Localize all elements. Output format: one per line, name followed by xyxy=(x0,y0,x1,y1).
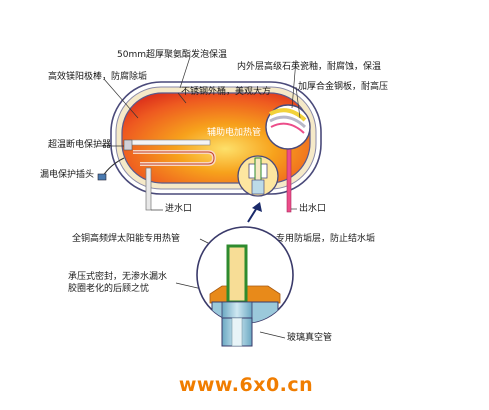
label-inlet: 进水口 xyxy=(165,204,193,214)
zoom-detail-content xyxy=(209,244,281,323)
label-seal-line2: 胶圈老化的后顾之忧 xyxy=(68,284,150,294)
vacuum-tube-inner xyxy=(231,317,243,347)
label-vacuum-tube: 玻璃真空管 xyxy=(287,333,333,343)
heat-pipe-copper xyxy=(226,244,248,304)
tube-glass-small xyxy=(251,179,265,195)
label-steel-plate: 加厚合金钢板，耐高压 xyxy=(298,82,389,92)
label-anode: 高效镁阳极棒，防腐除垢 xyxy=(48,72,148,82)
label-stainless-tank: 不锈钢外桶，美观大方 xyxy=(181,87,272,97)
magnesium-anode-rod xyxy=(129,139,211,146)
label-seal-line1: 承压式密封，无渗水漏水 xyxy=(68,272,168,282)
wall-layer-pink xyxy=(270,122,305,134)
inlet-pipe xyxy=(145,167,152,211)
label-overheat-protector: 超温断电保护器 xyxy=(48,140,112,150)
label-enamel-layer: 内外层高级石英瓷釉，耐腐蚀，保温 xyxy=(237,62,382,72)
label-glass-tube-heat-pipe: 全铜高频焊太阳能专用热管 xyxy=(72,234,181,244)
wall-layer-grey xyxy=(269,115,307,129)
label-anti-scale: 专用防垢层，防止结水垢 xyxy=(276,234,376,244)
wall-layer-yellow xyxy=(269,108,307,122)
label-insulation: 50mm超厚聚氨酯发泡保温 xyxy=(117,50,227,60)
label-aux-heater: 辅助电加热管 xyxy=(207,128,262,138)
label-leak-plug: 漏电保护插头 xyxy=(40,170,95,180)
label-outlet: 出水口 xyxy=(299,204,327,214)
leak-protection-plug xyxy=(97,173,107,181)
watermark-url: www.6x0.cn xyxy=(178,374,314,396)
zoom-arrow-head xyxy=(252,202,262,212)
overheat-protector-probe xyxy=(123,139,133,151)
